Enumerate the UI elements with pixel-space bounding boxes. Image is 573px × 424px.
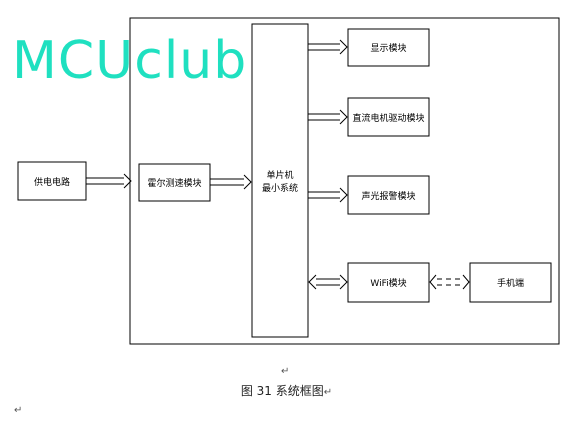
block-dc-motor-driver-label: 直流电机驱动模块 [352,112,424,124]
block-power-supply [17,161,87,201]
block-wifi-label: WiFi模块 [370,277,406,289]
paragraph-mark: ↵ [281,366,290,377]
block-power-supply-label: 供电电路 [34,176,70,188]
arrow-mcu-to-alarm [308,187,348,203]
paragraph-mark: ↵ [323,387,333,398]
figure-caption-text: 图 31 系统框图 [240,384,324,398]
block-mcu-label-line1: 单片机 [266,169,293,181]
arrow-hall-to-mcu [210,174,252,190]
block-hall-sensor-label: 霍尔测速模块 [147,177,201,189]
paragraph-mark: ↵ [14,405,23,416]
watermark-logo: MCUclub [12,31,247,91]
figure-caption: 图 31 系统框图↵ [0,382,573,399]
arrow-power-to-hall [86,173,132,189]
block-phone-label: 手机端 [497,277,524,289]
system-boundary [129,17,560,345]
block-wifi [347,262,430,303]
arrow-mcu-wifi-bidirectional [308,274,348,290]
block-alarm [347,175,430,215]
block-mcu-label-line2: 最小系统 [262,182,298,194]
block-hall-sensor [138,163,211,202]
dashed-link-wifi-phone [429,274,470,290]
block-phone [469,262,552,303]
block-mcu [251,23,309,338]
block-alarm-label: 声光报警模块 [361,190,415,202]
arrow-mcu-to-dc-motor [308,109,348,125]
block-dc-motor-driver [347,97,430,137]
block-display-label: 显示模块 [370,42,406,54]
block-display [347,28,430,67]
arrow-mcu-to-display [308,39,348,55]
